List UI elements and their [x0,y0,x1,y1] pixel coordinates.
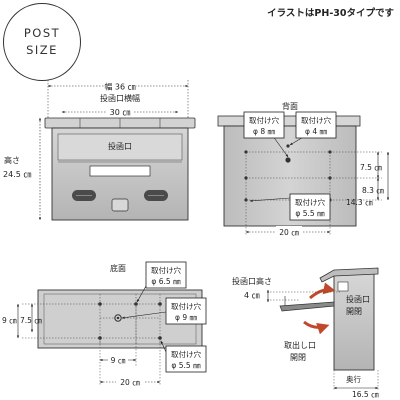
bottom-callout3-leader [160,340,167,353]
bottom-dim-w1-bg [108,354,128,365]
back-dim-w: 20 ㎝ [279,228,299,237]
side-depth: 16.5 ㎝ [352,390,379,399]
bottom-title: 底面 [110,263,126,273]
illustration-note: イラストはPH-30タイプです [267,8,394,19]
bottom-callout1 [145,261,187,289]
back-callout1-value: φ 8 ㎜ [253,127,275,136]
side-slot-label: 投函口 [346,294,370,304]
front-latch [111,198,129,212]
back-callout1-label: 取付け穴 [249,115,279,125]
side-slot-height-label: 投函口高さ [232,276,272,286]
back-callout2-value: φ 4 ㎜ [305,127,327,136]
back-callout3-label: 取付け穴 [295,197,325,207]
bottom-callout2-label: 取付け穴 [171,301,201,311]
side-flap [279,301,335,312]
bottom-hole-center [116,316,120,320]
bottom-callout1-leader [136,285,147,303]
front-slot-width-bg [106,106,134,117]
bottom-dim-h2: 7.5 ㎝ [20,316,42,325]
back-view: 背面 取付け穴 φ 8 ㎜ [217,101,390,237]
front-width-label-bg [104,80,136,92]
post-size-badge: POST SIZE [3,3,81,81]
bottom-hole [158,302,162,306]
side-out-label: 取出し口 [284,340,316,350]
back-lid [217,115,361,127]
back-dim-a: 7.5 ㎝ [360,163,382,172]
back-dim-b: 8.3 ㎝ [362,186,384,195]
bottom-hole [98,302,102,306]
back-callout3 [289,193,331,221]
back-callout1 [243,111,285,139]
back-hole [244,176,248,180]
front-name-plate [89,165,151,177]
bottom-callout3-value: φ 5.5 ㎜ [171,361,201,370]
back-hole [244,150,248,154]
back-callout3-leader [249,197,291,202]
side-out-open: 開閉 [290,353,306,362]
bottom-callout2-value: φ 9 ㎜ [175,313,197,322]
badge-line1: POST [23,26,61,40]
side-slot-height: 4 ㎝ [244,291,260,300]
front-slot-panel [57,133,183,161]
bottom-callout3-label: 取付け穴 [171,349,201,359]
back-dim-w-bg [276,226,302,237]
bottom-callout1-value: φ 6.5 ㎜ [151,277,181,286]
bottom-dim-w2-bg [116,376,144,387]
side-arrow-slot [309,282,336,300]
front-view: 幅 36 ㎝ 投函口横幅 30 ㎝ 投函口 [3,80,196,221]
front-slot-width-value: 30 ㎝ [110,108,131,117]
side-slot-opening [337,281,349,292]
back-callout2 [295,111,337,139]
bottom-callout2 [165,297,207,325]
bottom-view: 底面 取付け穴 φ 6.5 ㎜ 取付け穴 [2,261,207,387]
back-callout3-value: φ 5.5 ㎜ [295,209,325,218]
front-height-label: 高さ [4,155,20,165]
side-roof [319,267,379,283]
bottom-dim-w2: 20 ㎝ [120,378,140,387]
back-hole-large [285,157,291,163]
side-arrow-out [303,320,330,335]
side-slot-open: 開閉 [346,307,362,316]
side-depth-label: 奥行 [346,374,361,384]
front-width-label: 幅 36 ㎝ [104,82,135,92]
bottom-callout3 [165,345,207,373]
bottom-callout1-label: 取付け穴 [151,265,181,275]
badge-line2: SIZE [26,43,58,57]
bottom-callout2-leader [121,311,167,319]
bottom-dim-h1: 9 ㎝ [2,316,17,325]
bottom-dim-w1: 9 ㎝ [111,356,126,365]
bottom-hole-large [114,314,122,322]
front-slot-label: 投函口 [108,141,132,151]
back-title: 背面 [282,101,298,111]
back-hole [286,144,290,148]
front-height-value: 24.5 ㎝ [3,170,31,179]
side-view: 投函口高さ 4 ㎝ 投函口 開閉 取出し口 開閉 奥行 16.5 ㎝ [232,267,379,399]
front-slot-width-label: 投函口横幅 [100,93,140,103]
back-callout2-label: 取付け穴 [301,115,331,125]
back-dim-c: 14.3 ㎝ [346,198,373,207]
